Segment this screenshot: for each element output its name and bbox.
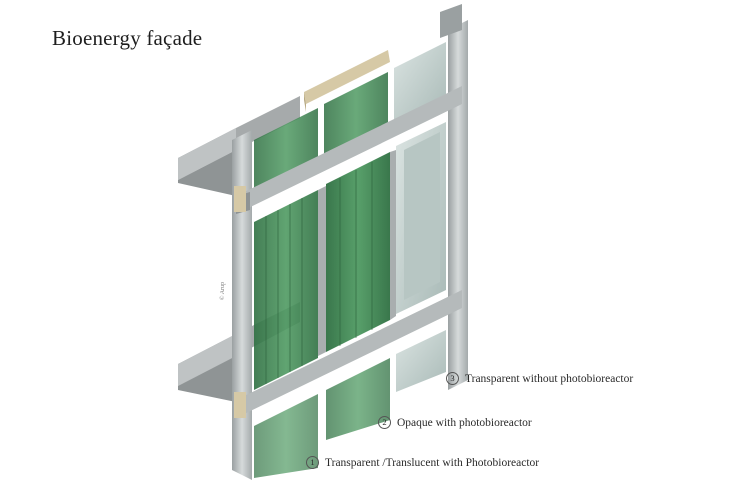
legend-number: 3 bbox=[446, 372, 459, 385]
legend-number: 1 bbox=[306, 456, 319, 469]
legend-number: 2 bbox=[378, 416, 391, 429]
bottom-row-panels bbox=[254, 330, 446, 478]
legend-label: Transparent /Translucent with Photobiore… bbox=[325, 456, 540, 469]
middle-row-panels bbox=[254, 122, 446, 390]
slab-connectors bbox=[234, 186, 246, 418]
legend-label: Opaque with photobioreactor bbox=[397, 416, 532, 429]
copyright-credit: © Arup bbox=[220, 281, 226, 300]
diagram-title: Bioenergy façade bbox=[52, 26, 203, 50]
legend-item-3: 3 Transparent without photobioreactor bbox=[446, 372, 633, 385]
legend-item-1: 1 Transparent /Translucent with Photobio… bbox=[306, 456, 539, 469]
legend-item-2: 2 Opaque with photobioreactor bbox=[378, 416, 532, 429]
legend-label: Transparent without photobioreactor bbox=[465, 372, 634, 385]
